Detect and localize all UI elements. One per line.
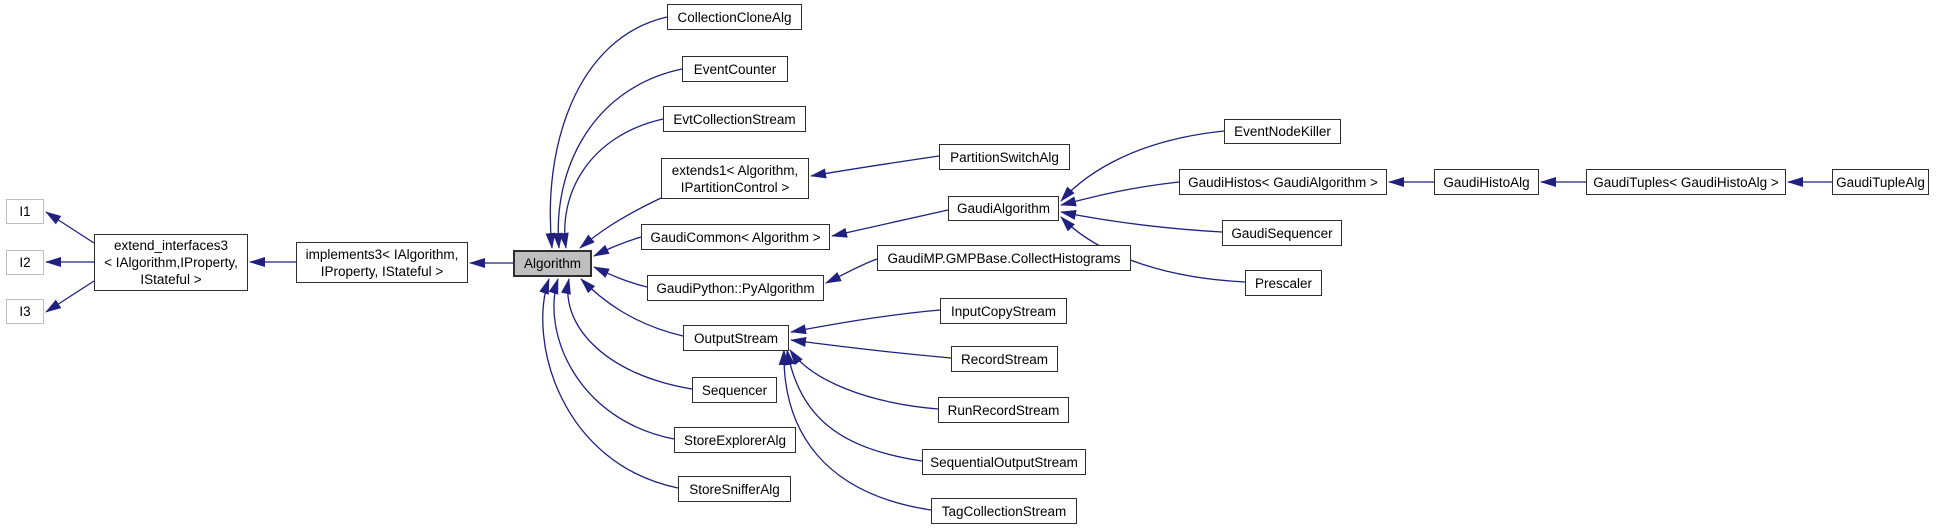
node-i1: I1 — [6, 199, 44, 224]
node-label-line: Algorithm — [523, 256, 582, 271]
edge-run-record-stream-to-output-stream — [789, 349, 939, 410]
node-label-line: EventCounter — [693, 61, 777, 77]
node-sequencer[interactable]: Sequencer — [692, 377, 777, 403]
node-input-copy-stream[interactable]: InputCopyStream — [940, 298, 1067, 324]
node-label-line: PartitionSwitchAlg — [950, 149, 1059, 165]
node-label-line: I2 — [19, 255, 31, 270]
edge-input-copy-stream-to-output-stream — [790, 309, 941, 335]
node-gaudi-algorithm[interactable]: GaudiAlgorithm — [948, 196, 1059, 221]
edge-gaudi-histos-to-gaudi-algorithm — [1060, 181, 1180, 207]
edge-sequential-output-stream-to-output-stream — [784, 349, 923, 462]
node-label-line: GaudiHistoAlg — [1443, 174, 1530, 190]
node-label-line: GaudiCommon< Algorithm > — [650, 229, 821, 245]
node-implements3[interactable]: implements3< IAlgorithm,IProperty, IStat… — [296, 242, 468, 283]
node-label-line: CollectionCloneAlg — [677, 9, 792, 25]
node-i3: I3 — [6, 299, 44, 324]
node-label-line: InputCopyStream — [950, 303, 1057, 319]
node-gaudi-tuple-alg[interactable]: GaudiTupleAlg — [1832, 169, 1929, 195]
node-label-line: extend_interfaces3 — [113, 238, 229, 253]
node-collection-clone-alg[interactable]: CollectionCloneAlg — [667, 4, 802, 30]
node-store-sniffer-alg[interactable]: StoreSnifferAlg — [678, 476, 791, 502]
node-label-line: GaudiPython::PyAlgorithm — [656, 280, 815, 296]
edge-gaudi-mp-collect-histograms-to-gaudi-python-py-algorithm — [825, 258, 878, 284]
node-evt-collection-stream[interactable]: EvtCollectionStream — [663, 106, 806, 132]
node-label-line: I1 — [19, 204, 31, 219]
node-label-line: extends1< Algorithm, — [671, 162, 799, 178]
node-gaudi-sequencer[interactable]: GaudiSequencer — [1222, 220, 1342, 246]
node-label-line: StoreExplorerAlg — [683, 432, 787, 448]
edge-record-stream-to-output-stream — [790, 337, 952, 359]
node-label-line: IProperty, IStateful > — [320, 263, 444, 279]
node-gaudi-common[interactable]: GaudiCommon< Algorithm > — [641, 224, 830, 250]
node-extends1[interactable]: extends1< Algorithm,IPartitionControl > — [661, 158, 809, 199]
node-gaudi-python-py-algorithm[interactable]: GaudiPython::PyAlgorithm — [647, 275, 824, 301]
node-record-stream[interactable]: RecordStream — [951, 346, 1058, 372]
node-label-line: OutputStream — [693, 330, 779, 346]
node-label-line: EventNodeKiller — [1234, 124, 1331, 139]
node-label-line: IStateful > — [140, 272, 202, 287]
node-prescaler[interactable]: Prescaler — [1245, 270, 1322, 296]
node-i2: I2 — [6, 250, 44, 275]
node-label-line: TagCollectionStream — [941, 503, 1067, 519]
edge-event-node-killer-to-gaudi-algorithm — [1060, 130, 1225, 202]
node-label-line: RecordStream — [960, 351, 1049, 367]
edge-gaudi-algorithm-to-gaudi-common — [831, 209, 949, 238]
node-gaudi-histos[interactable]: GaudiHistos< GaudiAlgorithm > — [1179, 169, 1387, 195]
node-store-explorer-alg[interactable]: StoreExplorerAlg — [674, 427, 796, 453]
edge-partition-switch-alg-to-extends1 — [810, 155, 940, 179]
node-sequential-output-stream[interactable]: SequentialOutputStream — [922, 449, 1086, 475]
node-label-line: GaudiHistos< GaudiAlgorithm > — [1188, 174, 1378, 190]
edge-store-sniffer-alg-to-algorithm — [539, 278, 679, 489]
node-gaudi-tuples[interactable]: GaudiTuples< GaudiHistoAlg > — [1586, 169, 1786, 195]
node-label-line: IPartitionControl > — [680, 179, 790, 195]
edge-event-counter-to-algorithm — [552, 68, 683, 249]
node-label-line: I3 — [19, 304, 31, 319]
node-label-line: EvtCollectionStream — [673, 111, 796, 127]
edge-gaudi-python-py-algorithm-to-algorithm — [593, 266, 648, 288]
node-label-line: implements3< IAlgorithm, — [305, 246, 459, 262]
node-label-line: GaudiTupleAlg — [1836, 174, 1925, 190]
node-label-line: GaudiAlgorithm — [956, 201, 1051, 216]
node-label-line: Prescaler — [1254, 275, 1313, 291]
node-algorithm: Algorithm — [513, 250, 592, 277]
edge-tag-collection-stream-to-output-stream — [778, 349, 932, 511]
edge-gaudi-common-to-algorithm — [593, 236, 642, 257]
edge-collection-clone-alg-to-algorithm — [545, 16, 668, 249]
node-label-line: RunRecordStream — [947, 402, 1060, 418]
node-gaudi-mp-collect-histograms[interactable]: GaudiMP.GMPBase.CollectHistograms — [877, 245, 1131, 271]
node-extend-interfaces3[interactable]: extend_interfaces3 < IAlgorithm,IProperty… — [94, 234, 248, 291]
node-event-counter[interactable]: EventCounter — [682, 56, 788, 82]
node-label-line: GaudiTuples< GaudiHistoAlg > — [1593, 174, 1779, 190]
edge-output-stream-to-algorithm — [580, 278, 684, 337]
node-label-line: Sequencer — [701, 382, 768, 398]
edge-sequencer-to-algorithm — [561, 278, 693, 390]
edge-extend-interfaces3-to-i3 — [45, 280, 95, 313]
edge-store-explorer-alg-to-algorithm — [548, 278, 675, 440]
node-label-line: GaudiMP.GMPBase.CollectHistograms — [887, 250, 1121, 266]
node-output-stream[interactable]: OutputStream — [683, 325, 789, 351]
node-label-line: GaudiSequencer — [1231, 225, 1333, 241]
node-label-line: < IAlgorithm,IProperty, — [104, 255, 238, 270]
edge-evt-collection-stream-to-algorithm — [558, 118, 664, 249]
edge-gaudi-sequencer-to-gaudi-algorithm — [1060, 210, 1223, 233]
edge-extend-interfaces3-to-i1 — [45, 211, 95, 244]
edge-extends1-to-algorithm — [579, 197, 662, 249]
node-run-record-stream[interactable]: RunRecordStream — [938, 397, 1069, 423]
node-partition-switch-alg[interactable]: PartitionSwitchAlg — [939, 144, 1070, 170]
node-label-line: SequentialOutputStream — [930, 454, 1078, 470]
node-label-line: StoreSnifferAlg — [689, 481, 780, 497]
node-gaudi-histo-alg[interactable]: GaudiHistoAlg — [1434, 169, 1539, 195]
node-event-node-killer[interactable]: EventNodeKiller — [1224, 119, 1341, 144]
node-tag-collection-stream[interactable]: TagCollectionStream — [931, 498, 1077, 524]
